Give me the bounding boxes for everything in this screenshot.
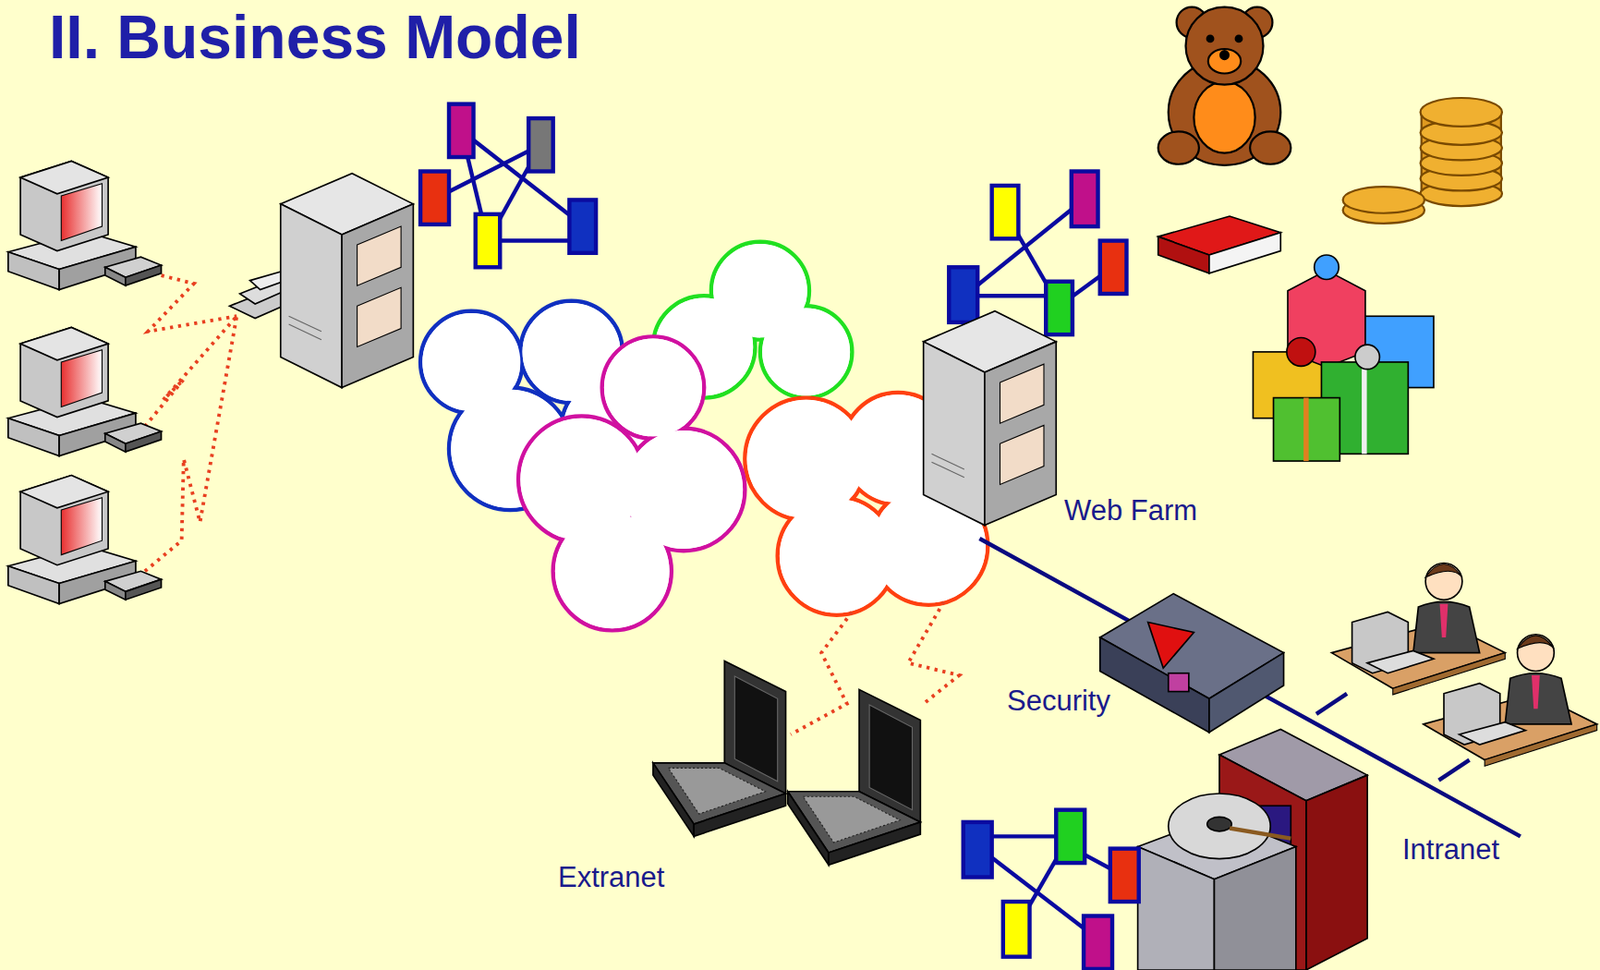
- internet-clouds: [420, 242, 988, 631]
- intranet-label: Intranet: [1402, 833, 1500, 867]
- book: [1158, 216, 1282, 274]
- teddy-bear: [1158, 7, 1292, 166]
- coins: [1343, 97, 1503, 224]
- gift-boxes: [1252, 254, 1434, 461]
- client-pc: [8, 475, 162, 605]
- server-label: Web Farm: [1064, 494, 1198, 528]
- web-server: [923, 311, 1057, 526]
- network-graph: [963, 810, 1140, 970]
- office-worker: [1423, 634, 1598, 766]
- network-graph: [948, 170, 1127, 335]
- slide-title: II. Business Model: [48, 1, 582, 73]
- network-graph: [420, 104, 596, 268]
- security-label: Security: [1006, 684, 1111, 718]
- storage-server: [1138, 728, 1369, 970]
- client-pc: [8, 327, 162, 456]
- office-worker: [1331, 562, 1505, 694]
- extranet-label: Extranet: [557, 860, 665, 895]
- client-pc: [8, 160, 162, 290]
- laptop: [653, 660, 787, 837]
- client-links: [145, 275, 237, 571]
- security-appliance: [1100, 593, 1285, 733]
- server: [280, 173, 414, 388]
- laptop: [787, 689, 922, 865]
